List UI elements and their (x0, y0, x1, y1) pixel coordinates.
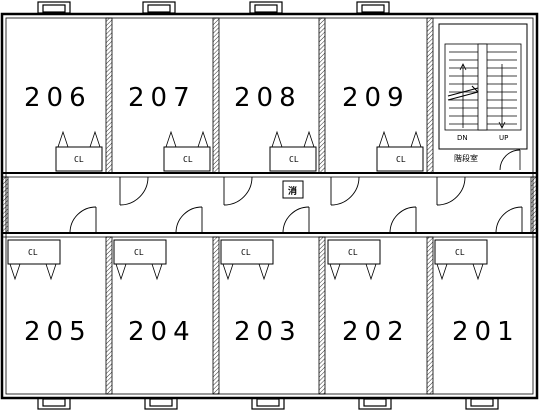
room-number: 204 (128, 317, 196, 347)
closet-label: CL (348, 248, 358, 257)
corridor-walls (2, 172, 537, 238)
top-closet-doors (57, 130, 422, 148)
closet-label: CL (289, 155, 299, 164)
top-room-numbers: 206 207 208 209 (24, 83, 410, 113)
party-walls-top (105, 17, 434, 174)
room-number: 202 (342, 317, 410, 347)
room-number: 207 (128, 83, 196, 113)
top-balcony-units (37, 1, 390, 14)
top-closet-labels: CL CL CL CL (74, 155, 406, 164)
room-number: 206 (24, 83, 92, 113)
bottom-balcony-units (37, 397, 499, 410)
extinguisher-label: 消 (288, 185, 297, 197)
party-walls-bottom (105, 236, 434, 395)
closet-label: CL (455, 248, 465, 257)
extinguisher-marker: 消 (282, 180, 304, 199)
closet-label: CL (74, 155, 84, 164)
bottom-room-numbers: 205 204 203 202 201 (24, 317, 520, 347)
room-number: 203 (234, 317, 302, 347)
closet-label: CL (183, 155, 193, 164)
corridor-ends (1, 176, 538, 234)
room-number: 208 (234, 83, 302, 113)
room-number: 205 (24, 317, 92, 347)
stair-down-label: DN (457, 134, 468, 142)
top-closets (55, 146, 424, 172)
room-number: 209 (342, 83, 410, 113)
bottom-closet-labels: CL CL CL CL CL (28, 248, 465, 257)
top-unit-doors (119, 176, 466, 206)
stairwell-label: 階段室 (454, 153, 478, 163)
stairwell (438, 23, 528, 171)
bottom-closet-doors (9, 263, 484, 281)
closet-label: CL (28, 248, 38, 257)
stair-up-label: UP (499, 134, 508, 142)
closet-label: CL (241, 248, 251, 257)
bottom-unit-doors (69, 206, 523, 234)
room-number: 201 (452, 317, 520, 347)
closet-label: CL (396, 155, 406, 164)
bottom-closets (7, 239, 488, 265)
closet-label: CL (134, 248, 144, 257)
